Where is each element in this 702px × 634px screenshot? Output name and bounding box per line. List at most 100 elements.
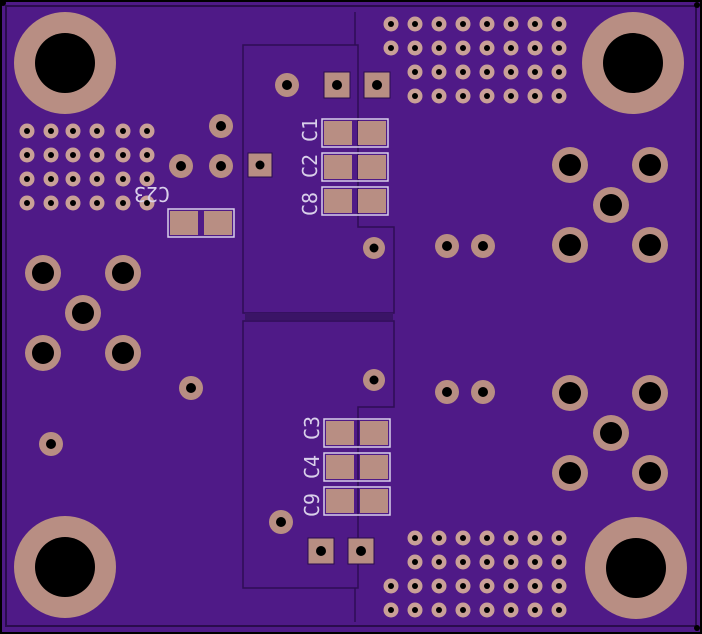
corner-dot-br: [694, 625, 700, 631]
via: [407, 554, 423, 570]
via: [115, 171, 131, 187]
via: [65, 195, 81, 211]
via: [551, 64, 567, 80]
smd-capacitors: [167, 118, 391, 516]
via: [139, 171, 155, 187]
board-inner-edge: [5, 5, 697, 627]
via: [527, 16, 543, 32]
smd-pad: [360, 455, 388, 479]
via: [43, 123, 59, 139]
via: [431, 530, 447, 546]
via: [115, 195, 131, 211]
smd-pad: [326, 455, 354, 479]
smd-pad: [358, 155, 386, 179]
via: [65, 147, 81, 163]
via: [65, 171, 81, 187]
via: [479, 16, 495, 32]
via: [19, 171, 35, 187]
via: [383, 40, 399, 56]
corner-dot-tr: [694, 2, 700, 8]
via: [527, 602, 543, 618]
via: [43, 171, 59, 187]
label-c4: C4: [300, 455, 324, 479]
smd-pad: [360, 421, 388, 445]
via: [479, 530, 495, 546]
smd-pad: [326, 421, 354, 445]
smd-capacitor: [321, 118, 389, 148]
via: [503, 554, 519, 570]
via: [19, 195, 35, 211]
via: [431, 64, 447, 80]
smd-pad: [324, 121, 352, 145]
via: [455, 16, 471, 32]
via: [527, 554, 543, 570]
via: [383, 16, 399, 32]
connector: [552, 375, 668, 491]
via: [455, 64, 471, 80]
divider-trace: [245, 313, 393, 320]
via: [527, 40, 543, 56]
via: [503, 16, 519, 32]
smd-pad: [326, 489, 354, 513]
via: [479, 554, 495, 570]
via: [407, 40, 423, 56]
silkscreen-labels: C8 C2 C1 C9 C4 C3 C23: [134, 118, 324, 517]
via: [19, 147, 35, 163]
connectors: [25, 147, 668, 491]
via: [431, 602, 447, 618]
via: [503, 64, 519, 80]
via: [455, 88, 471, 104]
via: [551, 530, 567, 546]
via: [43, 195, 59, 211]
via: [407, 16, 423, 32]
via: [503, 88, 519, 104]
via: [479, 88, 495, 104]
smd-capacitor: [167, 208, 235, 238]
via: [383, 602, 399, 618]
smd-pad: [358, 189, 386, 213]
label-c2: C2: [298, 154, 322, 178]
via: [407, 64, 423, 80]
via: [479, 64, 495, 80]
via: [139, 147, 155, 163]
via: [431, 578, 447, 594]
via: [455, 530, 471, 546]
via: [479, 40, 495, 56]
smd-capacitor: [323, 418, 391, 448]
via: [503, 578, 519, 594]
via: [89, 123, 105, 139]
connector: [552, 147, 668, 263]
connector: [25, 255, 141, 371]
mounting-holes: [14, 12, 687, 619]
smd-pad: [170, 211, 198, 235]
via: [139, 123, 155, 139]
via: [89, 147, 105, 163]
via: [407, 602, 423, 618]
via-grids: [19, 16, 567, 618]
via: [115, 123, 131, 139]
label-c3: C3: [300, 416, 324, 440]
via: [503, 602, 519, 618]
via: [431, 40, 447, 56]
smd-capacitor: [323, 452, 391, 482]
via: [551, 554, 567, 570]
copper-pour-outlines: [242, 12, 395, 622]
via: [407, 578, 423, 594]
via: [431, 88, 447, 104]
corner-dot-tl: [0, 0, 6, 6]
label-c8: C8: [298, 192, 322, 216]
via: [65, 123, 81, 139]
via: [89, 171, 105, 187]
square-pads: [247, 71, 391, 565]
via: [527, 64, 543, 80]
smd-pad: [324, 189, 352, 213]
via: [551, 88, 567, 104]
via: [431, 554, 447, 570]
via: [455, 578, 471, 594]
smd-pad: [360, 489, 388, 513]
via: [479, 578, 495, 594]
via: [431, 16, 447, 32]
single-vias: [39, 73, 495, 534]
via: [455, 554, 471, 570]
via: [455, 602, 471, 618]
